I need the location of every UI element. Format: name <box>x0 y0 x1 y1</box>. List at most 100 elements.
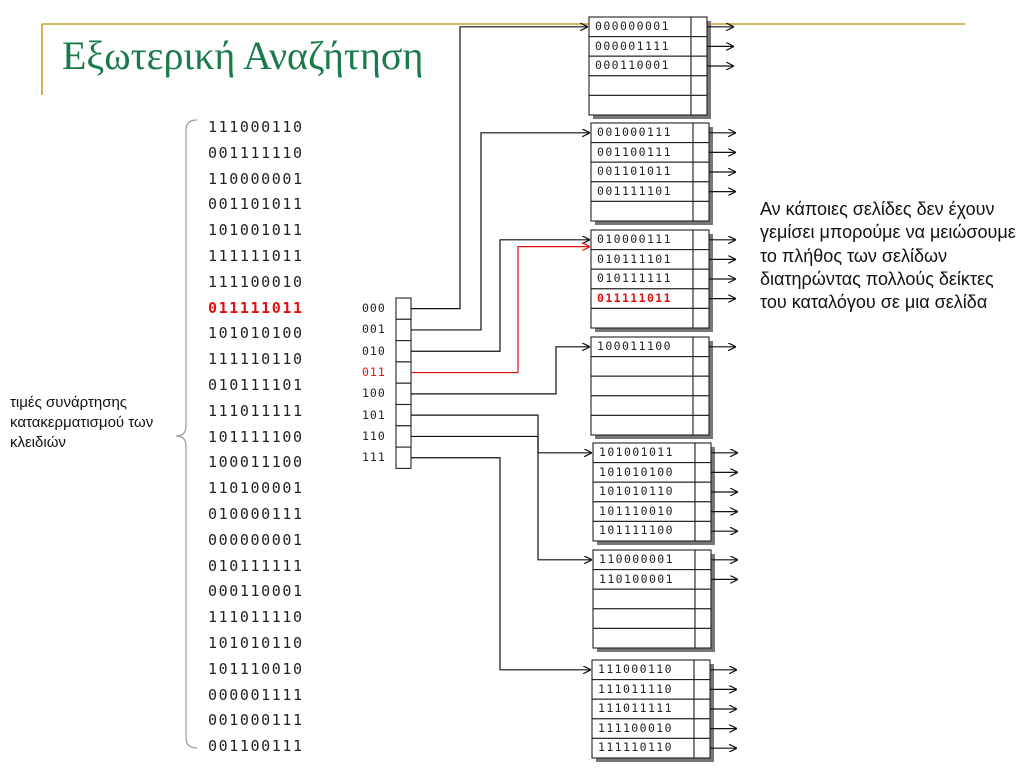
directory-entry-label: 011 <box>362 364 386 379</box>
bucket-pointer-cell <box>692 356 710 377</box>
hash-value: 111111011 <box>208 247 304 265</box>
bucket-4 <box>592 442 737 545</box>
bucket-6 <box>591 659 736 762</box>
bucket-key: 000001111 <box>595 38 670 53</box>
bucket-pointer-cell <box>693 737 711 759</box>
note-text: Αν κάποιες σελίδες δεν έχουν γεμίσει μπο… <box>760 199 1016 313</box>
bucket-pointer-cell <box>694 627 712 649</box>
bucket-pointer-cell <box>694 462 712 483</box>
bucket-key: 010111111 <box>597 271 672 286</box>
hash-value: 111110110 <box>208 350 304 369</box>
bucket-key: 111000110 <box>598 662 673 676</box>
bucket-slot <box>590 356 694 377</box>
directory-pointer <box>411 133 589 331</box>
bucket-slot <box>590 395 694 416</box>
hash-value: 101111100 <box>208 427 304 446</box>
bucket-pointer-cell <box>690 94 708 116</box>
bucket-pointer-cell <box>692 395 710 416</box>
bucket-pointer-cell <box>692 200 710 222</box>
directory-entry-label: 001 <box>362 322 386 337</box>
bucket-pointer-cell <box>693 698 711 720</box>
directory-pointer <box>411 347 589 395</box>
bucket-pointer-cell <box>692 414 710 436</box>
directory-cell <box>395 318 412 342</box>
buckets <box>588 16 737 762</box>
directory-cell <box>395 340 412 363</box>
hash-value: 010111101 <box>208 376 304 394</box>
bucket-slot <box>592 627 696 649</box>
hash-value: 001111110 <box>208 143 304 162</box>
brace-shape <box>175 119 198 749</box>
bucket-pointer-cell <box>692 336 710 358</box>
bucket-5 <box>592 549 737 652</box>
bucket-key: 101010110 <box>599 484 674 499</box>
bucket-key: 111110110 <box>598 740 673 755</box>
hash-values-label: τιμές συνάρτησης κατακερματισμού των κλε… <box>10 394 154 451</box>
hash-value-highlighted: 011111011 <box>208 298 304 317</box>
bucket-0 <box>588 16 733 119</box>
hash-value: 010111111 <box>208 556 304 575</box>
directory-pointer <box>411 240 589 352</box>
bucket-pointer-cell <box>690 75 708 96</box>
bucket-key: 101110010 <box>599 503 674 518</box>
bucket-key: 111011111 <box>598 701 673 716</box>
bucket-pointer-cell <box>693 679 711 700</box>
bucket-slot <box>592 608 696 629</box>
bucket-key: 111011110 <box>598 681 673 696</box>
bucket-pointer-cell <box>694 608 712 629</box>
bucket-pointer-cell <box>690 55 708 77</box>
bucket-slot <box>590 375 694 397</box>
bucket-pointer-cell <box>694 549 712 571</box>
value-list-brace <box>175 119 198 749</box>
directory-entry-label: 010 <box>362 343 386 358</box>
bucket-pointer-cell <box>690 16 708 38</box>
hash-value: 001000111 <box>208 711 304 730</box>
directory <box>395 297 412 469</box>
hash-value: 111011111 <box>208 401 304 420</box>
directory-entry-label: 110 <box>362 428 386 443</box>
directory-entry-label: 100 <box>362 386 386 401</box>
bucket-1 <box>590 122 735 225</box>
directory-pointer <box>411 435 591 559</box>
hash-value: 000001111 <box>208 685 304 704</box>
bucket-key: 101111100 <box>599 523 674 538</box>
bucket-key: 001000111 <box>597 125 672 139</box>
bucket-pointer-cell <box>692 161 710 183</box>
bucket-key: 110100001 <box>599 571 674 586</box>
bucket-pointer-cell <box>692 229 710 251</box>
directory-cell <box>395 361 412 384</box>
hash-value: 110100001 <box>208 479 304 498</box>
directory-entry-label: 111 <box>362 450 386 465</box>
bucket-pointer-cell <box>692 142 710 163</box>
bucket-key: 001100111 <box>597 144 672 159</box>
bucket-pointer-cell <box>692 122 710 144</box>
bucket-pointer-cell <box>693 659 711 681</box>
hash-value: 000000001 <box>208 530 304 549</box>
bucket-pointer-cell <box>692 307 710 329</box>
hash-value: 010000111 <box>208 505 304 523</box>
directory-cell <box>395 446 412 469</box>
directory-entry-label: 101 <box>362 407 386 422</box>
directory-cell <box>395 403 412 427</box>
bucket-key: 001101011 <box>597 164 672 179</box>
directory-cell <box>395 382 412 406</box>
bucket-key: 101010100 <box>599 464 674 479</box>
directory-cell <box>395 425 412 448</box>
hash-value: 101001011 <box>208 221 304 240</box>
bucket-slot <box>592 588 696 610</box>
bucket-slot <box>588 94 692 116</box>
hash-value: 101110010 <box>208 659 304 678</box>
bucket-key: 010000111 <box>597 232 672 246</box>
bucket-pointer-cell <box>694 569 712 590</box>
hash-value: 111011110 <box>208 608 304 627</box>
directory-cell <box>395 297 412 320</box>
hash-value: 101010100 <box>208 324 304 343</box>
bucket-pointer-cell <box>692 288 710 309</box>
bucket-3 <box>590 336 735 439</box>
bucket-slot <box>590 307 694 329</box>
bucket-pointer-cell <box>694 501 712 522</box>
hash-value: 110000001 <box>208 169 304 188</box>
bucket-key: 000000001 <box>595 19 670 33</box>
bucket-pointer-cell <box>692 249 710 270</box>
